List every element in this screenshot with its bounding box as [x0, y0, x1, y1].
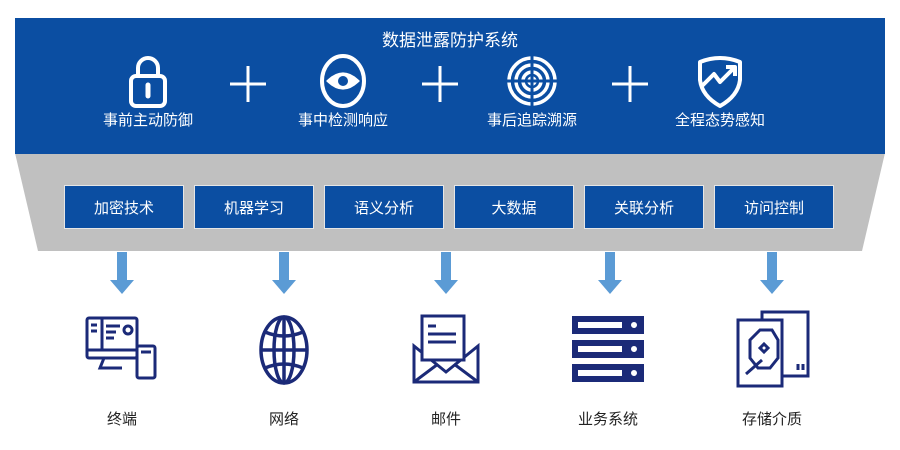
target-icon — [507, 56, 557, 106]
target-label: 邮件 — [430, 410, 461, 428]
stage-label: 事后追踪溯源 — [486, 111, 577, 129]
arrow-down-icon — [434, 252, 458, 294]
target-label: 网络 — [268, 410, 299, 428]
eye-icon — [320, 54, 366, 108]
shield-trend-icon — [698, 56, 742, 108]
tech-box-access-control: 访问控制 — [715, 186, 833, 228]
tech-box-correlation-analysis: 关联分析 — [585, 186, 703, 228]
stage-label: 事前主动防御 — [102, 111, 193, 129]
arrow-down-icon — [272, 252, 296, 294]
tech-box-semantic-analysis: 语义分析 — [325, 186, 443, 228]
plus-icon — [612, 66, 648, 102]
stage-label: 事中检测响应 — [297, 111, 388, 129]
tech-box-big-data: 大数据 — [455, 186, 573, 228]
arrow-down-icon — [760, 252, 784, 294]
storage-icon — [736, 310, 810, 388]
stage-label: 全程态势感知 — [674, 111, 765, 129]
target-label: 存储介质 — [741, 410, 802, 428]
terminal-icon — [85, 316, 157, 380]
arrow-down-icon — [110, 252, 134, 294]
plus-icon — [230, 66, 266, 102]
target-label: 终端 — [106, 410, 137, 428]
globe-icon — [259, 315, 309, 385]
system-title: 数据泄露防护系统 — [382, 31, 518, 51]
tech-box-machine-learning: 机器学习 — [195, 186, 313, 228]
target-label: 业务系统 — [577, 410, 638, 428]
server-icon — [572, 316, 644, 382]
arrow-down-icon — [598, 252, 622, 294]
dlp-system-panel: 数据泄露防护系统 事前主动防御 事中检测响应 事后追踪溯源 全程态势感知 — [15, 18, 885, 154]
lock-icon — [129, 56, 167, 108]
mail-icon — [412, 314, 480, 384]
plus-icon — [422, 66, 458, 102]
tech-box-encryption: 加密技术 — [65, 186, 183, 228]
